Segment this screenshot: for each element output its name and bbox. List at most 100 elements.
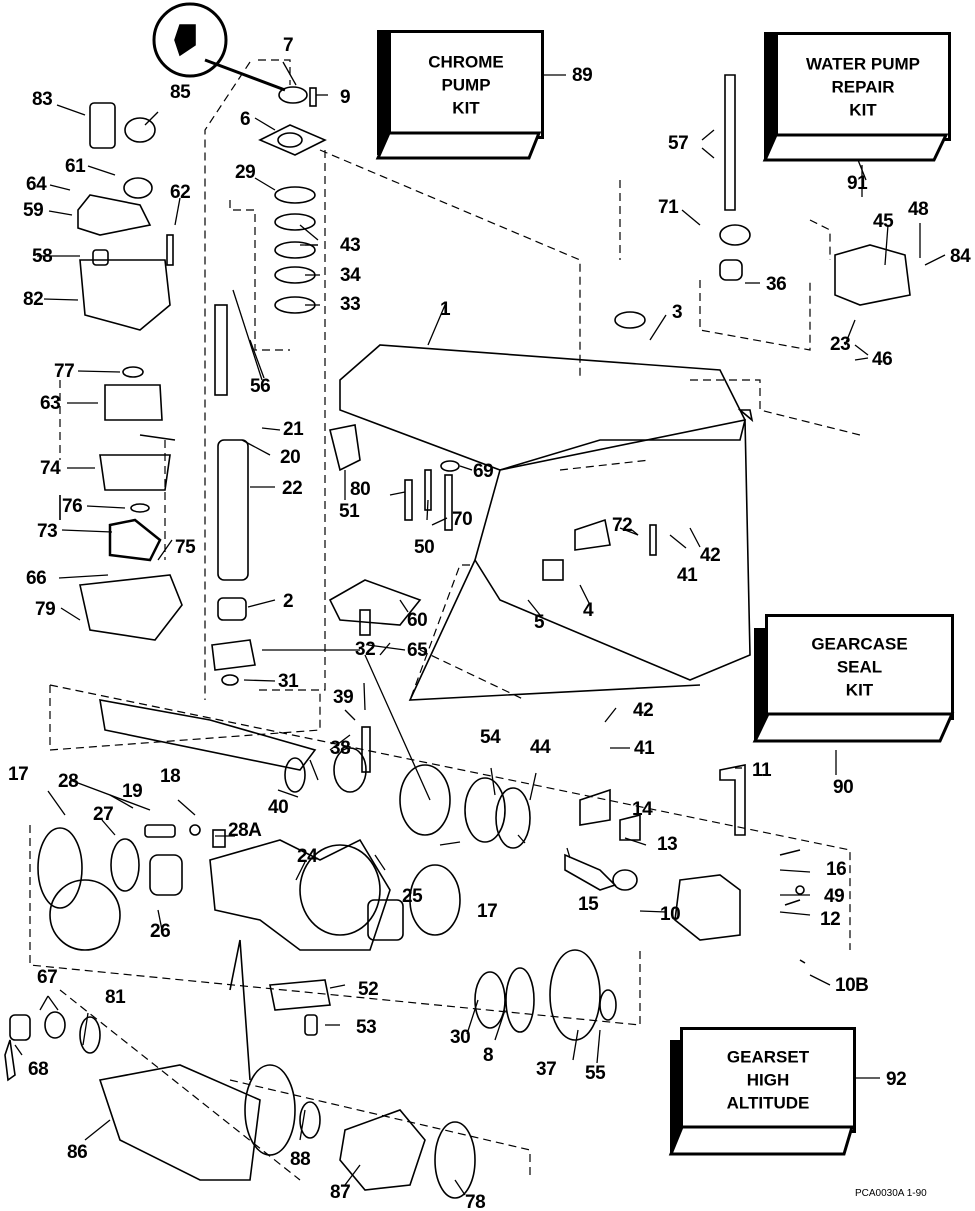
callout-83: 83 bbox=[32, 89, 53, 110]
kit-89-line-1: CHROME bbox=[428, 52, 504, 71]
drawing-code: PCA0030A 1-90 bbox=[855, 1188, 927, 1199]
callout-87: 87 bbox=[330, 1182, 351, 1203]
callout-86: 86 bbox=[67, 1142, 88, 1163]
callout-60: 60 bbox=[407, 610, 428, 631]
callout-22: 22 bbox=[282, 478, 303, 499]
callout-20: 20 bbox=[280, 447, 301, 468]
callout-45: 45 bbox=[873, 211, 894, 232]
callout-36: 36 bbox=[766, 274, 787, 295]
callout-5: 5 bbox=[534, 612, 545, 633]
kit-89-line-3: KIT bbox=[452, 98, 480, 117]
callout-13: 13 bbox=[657, 834, 678, 855]
callout-40: 40 bbox=[268, 797, 289, 818]
callout-75: 75 bbox=[175, 537, 196, 558]
callout-91: 91 bbox=[847, 173, 868, 194]
callout-27: 27 bbox=[93, 804, 114, 825]
callout-85: 85 bbox=[170, 82, 191, 103]
callout-29: 29 bbox=[235, 162, 256, 183]
callout-65: 65 bbox=[407, 640, 428, 661]
callout-15: 15 bbox=[578, 894, 599, 915]
callout-8: 8 bbox=[483, 1045, 494, 1066]
assembly-dashed-lines bbox=[29, 59, 861, 1181]
callout-76: 76 bbox=[62, 496, 83, 517]
callout-48: 48 bbox=[908, 199, 929, 220]
callout-28a: 28A bbox=[228, 820, 262, 841]
callout-50: 50 bbox=[414, 537, 435, 558]
callout-62: 62 bbox=[170, 182, 191, 203]
callout-78: 78 bbox=[465, 1192, 486, 1211]
callout-77: 77 bbox=[54, 361, 75, 382]
kit-89-base bbox=[375, 131, 542, 160]
callout-44: 44 bbox=[530, 737, 551, 758]
callout-37: 37 bbox=[536, 1059, 557, 1080]
callout-57: 57 bbox=[668, 133, 689, 154]
kit-91-line-3: KIT bbox=[849, 100, 877, 119]
lubricant-symbol-icon bbox=[152, 2, 228, 78]
callout-55: 55 bbox=[585, 1063, 606, 1084]
callout-70: 70 bbox=[452, 509, 473, 530]
callout-1: 1 bbox=[440, 299, 451, 320]
kit-92-line-3: ALTITUDE bbox=[726, 1093, 810, 1113]
callout-41-lower: 41 bbox=[634, 738, 655, 759]
callout-39: 39 bbox=[333, 687, 354, 708]
callout-90: 90 bbox=[833, 777, 854, 798]
callout-54: 54 bbox=[480, 727, 501, 748]
callout-34: 34 bbox=[340, 265, 361, 286]
callout-9: 9 bbox=[340, 87, 351, 108]
callout-61: 61 bbox=[65, 156, 86, 177]
callout-19: 19 bbox=[122, 781, 143, 802]
callout-63: 63 bbox=[40, 393, 61, 414]
callout-17-lower: 17 bbox=[477, 901, 498, 922]
callout-80: 80 bbox=[350, 479, 371, 500]
callout-79: 79 bbox=[35, 599, 56, 620]
callout-42-lower: 42 bbox=[633, 700, 654, 721]
callout-14: 14 bbox=[632, 799, 653, 820]
callout-64: 64 bbox=[26, 174, 47, 195]
kit-91-base bbox=[762, 133, 949, 162]
callout-23: 23 bbox=[830, 334, 851, 355]
callout-73: 73 bbox=[37, 521, 58, 542]
callout-28: 28 bbox=[58, 771, 79, 792]
callout-74: 74 bbox=[40, 458, 61, 479]
callout-56: 56 bbox=[250, 376, 271, 397]
part-outlines bbox=[4, 2, 911, 1199]
leader-lines bbox=[14, 61, 946, 1196]
callout-24: 24 bbox=[297, 846, 318, 867]
kit-91-line-1: WATER PUMP bbox=[806, 54, 920, 73]
callout-46: 46 bbox=[872, 349, 893, 370]
callout-49: 49 bbox=[824, 886, 845, 907]
callout-18: 18 bbox=[160, 766, 181, 787]
callout-42: 42 bbox=[700, 545, 721, 566]
callout-7: 7 bbox=[283, 35, 294, 56]
callout-92: 92 bbox=[886, 1069, 907, 1090]
callout-88: 88 bbox=[290, 1149, 311, 1170]
callout-71: 71 bbox=[658, 197, 679, 218]
callout-51: 51 bbox=[339, 501, 360, 522]
callout-3: 3 bbox=[672, 302, 683, 323]
callout-72: 72 bbox=[612, 515, 633, 536]
kit-90-line-2: SEAL bbox=[836, 657, 883, 677]
callout-33: 33 bbox=[340, 294, 361, 315]
callout-17: 17 bbox=[8, 764, 29, 785]
kit-92-line-1: GEARSET bbox=[726, 1047, 810, 1067]
callout-26: 26 bbox=[150, 921, 171, 942]
callout-53: 53 bbox=[356, 1017, 377, 1038]
callout-12: 12 bbox=[820, 909, 841, 930]
callout-67: 67 bbox=[37, 967, 58, 988]
callout-21: 21 bbox=[283, 419, 304, 440]
callout-31: 31 bbox=[278, 671, 299, 692]
callout-10: 10 bbox=[660, 904, 681, 925]
callout-2: 2 bbox=[283, 591, 294, 612]
callout-16: 16 bbox=[826, 859, 847, 880]
callout-10b: 10B bbox=[835, 975, 869, 996]
callout-52: 52 bbox=[358, 979, 379, 1000]
callout-69: 69 bbox=[473, 461, 494, 482]
callout-6: 6 bbox=[240, 109, 251, 130]
callout-68: 68 bbox=[28, 1059, 49, 1080]
